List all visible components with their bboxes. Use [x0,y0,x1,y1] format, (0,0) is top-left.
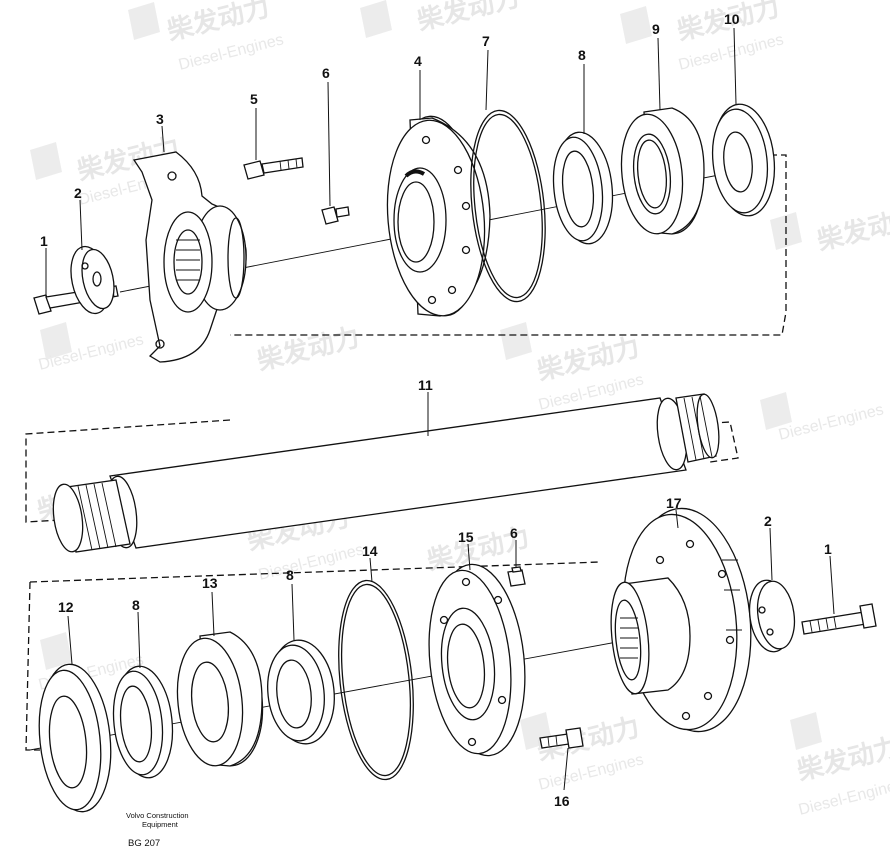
ring-part-8-lower [109,663,178,780]
yoke-flange-part-3 [134,152,246,362]
callout-17: 17 [666,495,682,511]
bottom-left-bracket [26,582,40,750]
ring-part-8 [549,129,618,246]
callout-1: 1 [824,541,832,557]
plug-part-6 [322,207,349,224]
callout-8: 8 [286,567,294,583]
callout-4: 4 [414,53,422,69]
callout-15: 15 [458,529,474,545]
caption-block: Volvo Construction Equipment BG 207 [126,811,189,849]
callout-3: 3 [156,111,164,127]
watermark-brand: 柴发动力 [413,0,522,36]
callout-6: 6 [510,525,518,541]
washer-part-2 [65,243,119,317]
bolt-part-5 [244,158,303,179]
callout-10: 10 [724,11,740,27]
watermark-brand: 柴发动力 [813,202,890,257]
callout-1: 1 [40,233,48,249]
shaft-assembly: 11 [26,377,738,554]
callout-2: 2 [74,185,82,201]
callout-8: 8 [578,47,586,63]
cover-part-15 [421,560,534,760]
washer-part-2-lower [745,578,798,655]
seal-part-10 [708,101,780,219]
callout-5: 5 [250,91,258,107]
callout-14: 14 [362,543,378,559]
bearing-part-13 [171,631,268,770]
callout-9: 9 [652,21,660,37]
caption-company: Volvo Construction [126,811,189,820]
watermark-brand: 柴发动力 [253,322,362,377]
callout-13: 13 [202,575,218,591]
callout-2: 2 [764,513,772,529]
callout-7: 7 [482,33,490,49]
shaft-part-11 [49,393,722,554]
bearing-part-9 [616,107,708,237]
ring-part-8-lower-second [263,637,339,747]
caption-company-line2: Equipment [142,820,179,829]
callout-16: 16 [554,793,570,809]
callout-11: 11 [418,377,433,393]
callout-12: 12 [58,599,74,615]
plug-part-6-lower [508,567,525,586]
watermark-sub: Diesel-Engines [777,401,886,444]
callout-8: 8 [132,597,140,613]
caption-code: BG 207 [128,838,160,849]
flange-part-17 [606,502,761,737]
callout-6: 6 [322,65,330,81]
bolt-part-1-lower [802,604,876,634]
top-assembly: 1 2 3 5 6 4 7 8 9 10 [34,11,786,362]
